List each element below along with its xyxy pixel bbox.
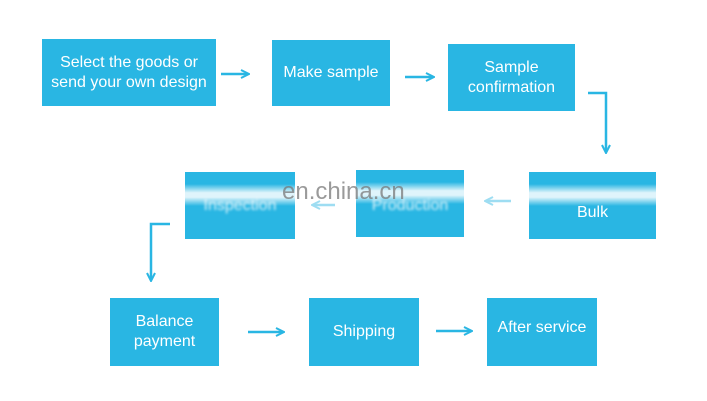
step-balance-payment-label: Balance payment [133, 313, 196, 350]
step-shipping: Shipping [309, 298, 419, 366]
step-balance-payment: Balance payment [110, 298, 219, 366]
watermark-text: en.china.cn [282, 178, 405, 205]
step-inspection: Inspection [185, 172, 295, 239]
step-production: Production [356, 170, 464, 237]
step-after-service-label: After service [497, 319, 587, 336]
step-shipping-label: Shipping [332, 323, 396, 340]
step-after-service: After service [487, 298, 597, 366]
step-bulk-label: Bulk [576, 204, 609, 221]
step-select-goods: Select the goods or send your own design [42, 39, 216, 106]
step-sample-confirmation: Sample confirmation [448, 44, 575, 111]
step-make-sample: Make sample [272, 40, 390, 106]
step-bulk: Bulk [529, 172, 656, 239]
arrow-confirmation-to-bulk [588, 91, 606, 152]
inspection-watermark-band [185, 184, 295, 206]
step-sample-confirmation-label: Sample confirmation [467, 58, 556, 96]
step-inspection-label: Inspection [203, 196, 277, 214]
arrow-inspection-to-balance [151, 222, 170, 280]
production-watermark-band [356, 182, 464, 204]
bulk-watermark-band [529, 184, 656, 206]
step-production-label: Production [371, 196, 449, 214]
step-select-goods-label: Select the goods or send your own design [51, 53, 207, 91]
step-make-sample-label: Make sample [283, 64, 379, 81]
